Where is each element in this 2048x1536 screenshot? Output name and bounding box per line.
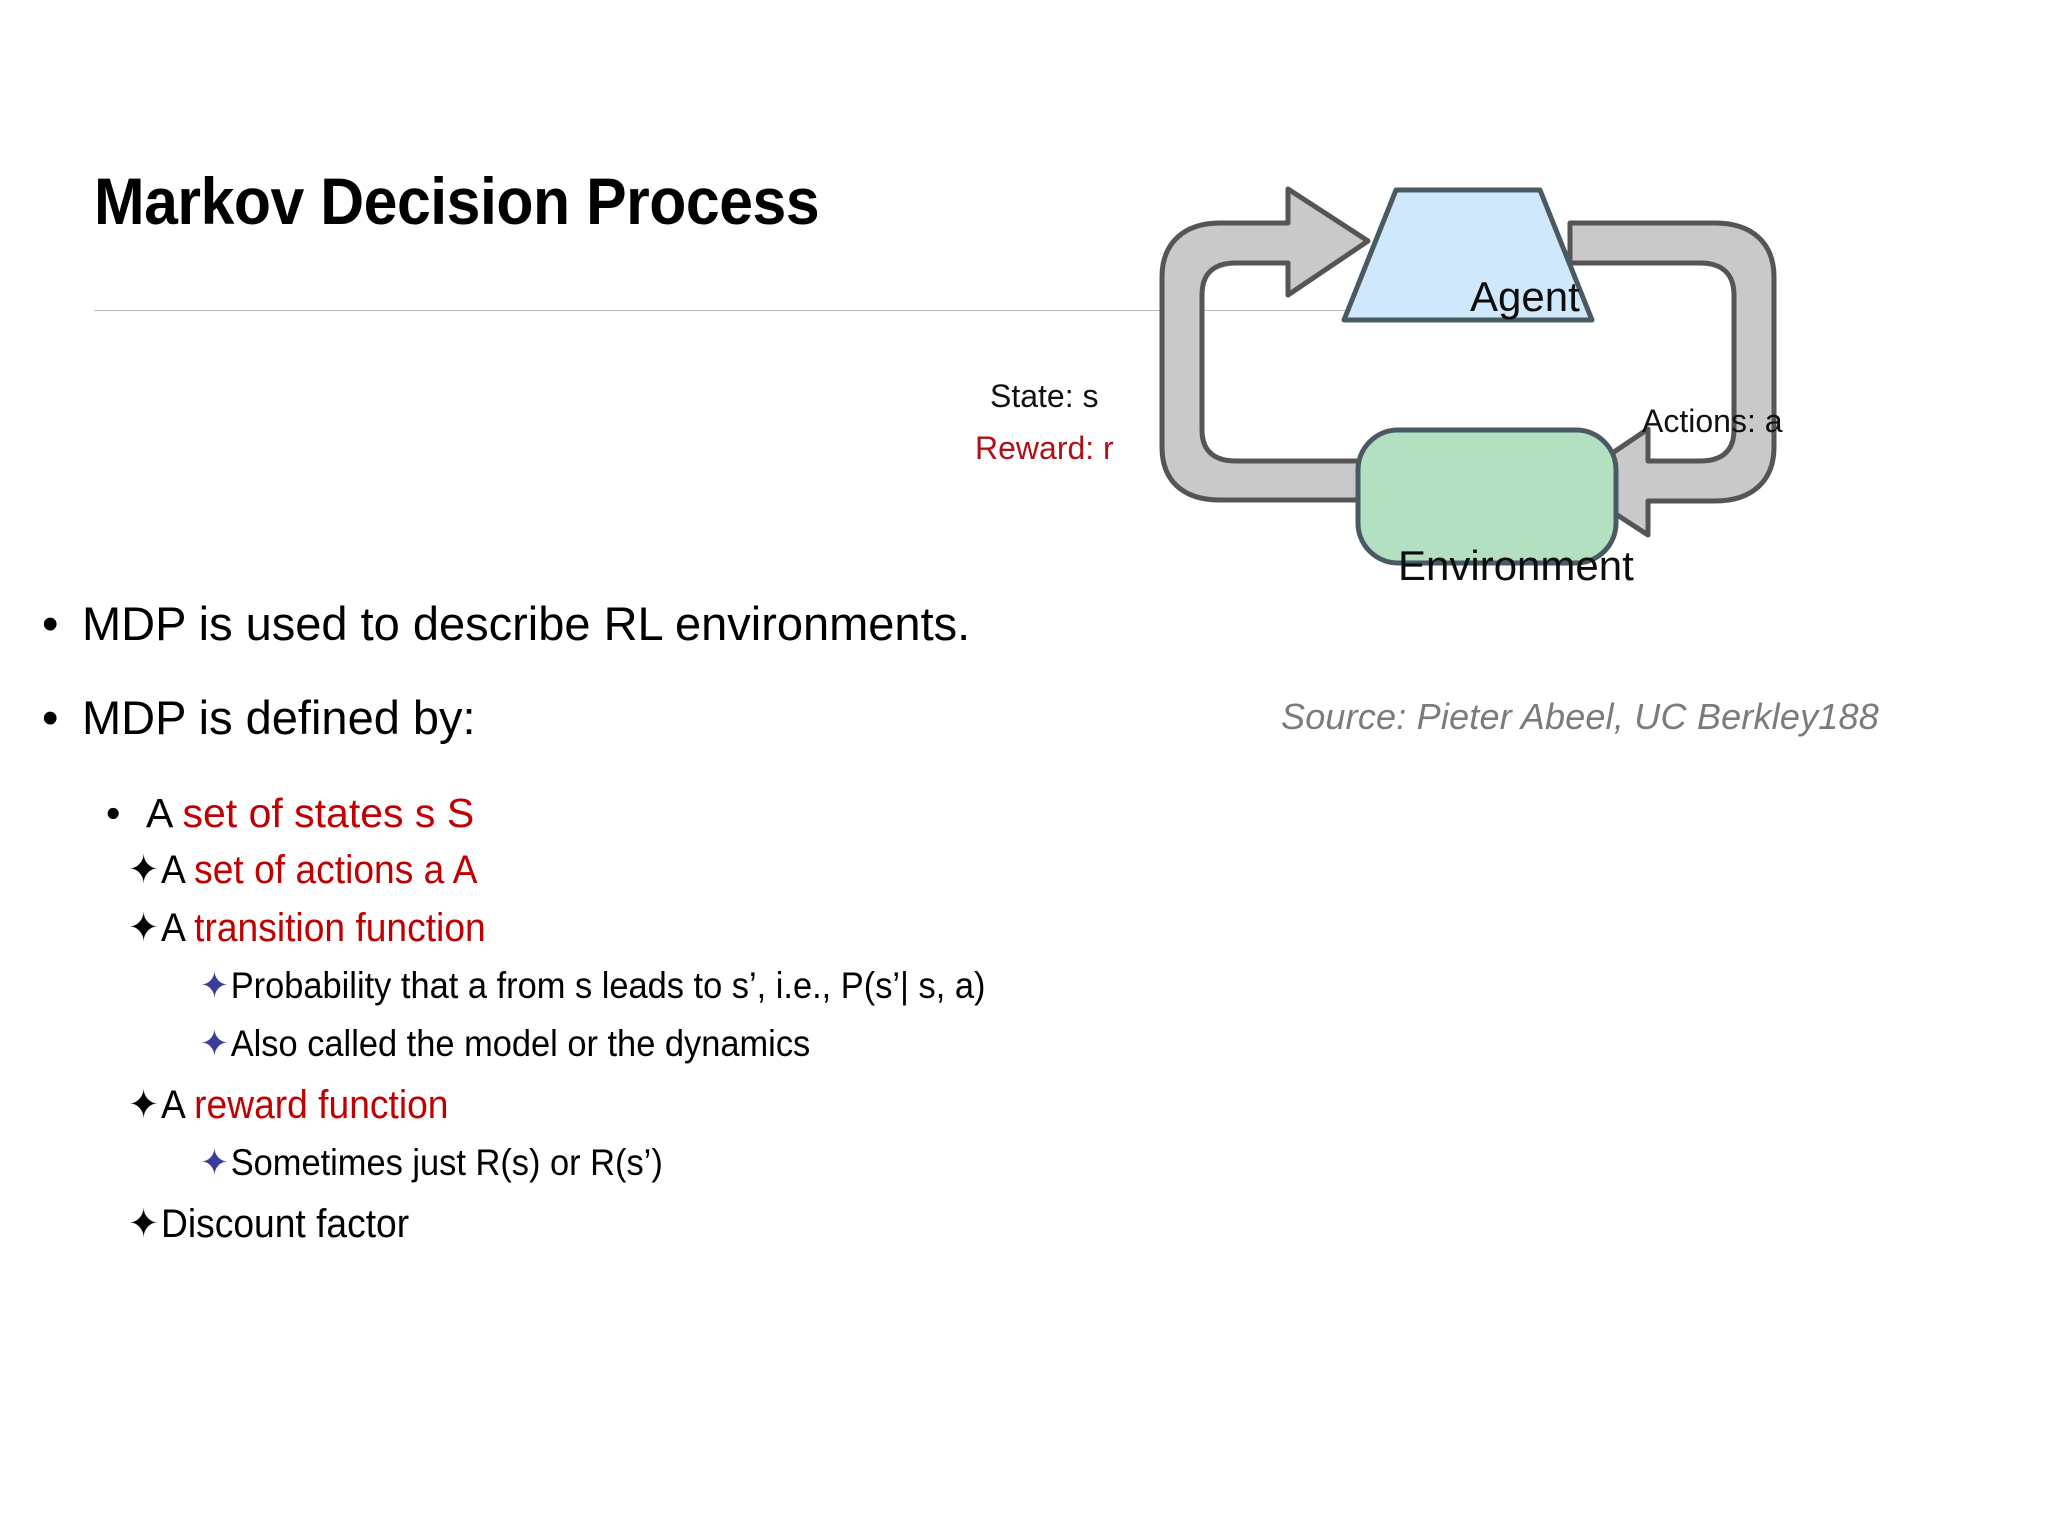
title-divider	[94, 310, 1490, 311]
bullet-level2-transition: ✦A transition function	[128, 908, 486, 948]
bullet-level3-dynamics: ✦Also called the model or the dynamics	[200, 1025, 810, 1062]
loop-diagram-svg	[1159, 186, 1777, 566]
reward-label: Reward: r	[975, 430, 1114, 466]
states-suffix: S	[435, 790, 475, 836]
page-title: Markov Decision Process	[94, 164, 820, 238]
transition-red-text: transition function	[194, 906, 486, 950]
bullet-dot-icon: •	[42, 691, 59, 744]
reward-prefix: A	[161, 1083, 195, 1127]
environment-label: Environment	[1398, 542, 1634, 589]
bullet-level1-1: • MDP is defined by:	[42, 694, 476, 741]
bullet-dot-icon: •	[106, 790, 121, 836]
agent-label: Agent	[1470, 273, 1580, 320]
states-prefix: A	[146, 790, 183, 836]
state-reward-arrow	[1159, 186, 1375, 503]
agent-shape	[1341, 187, 1595, 323]
bullet-level2-reward: ✦A reward function	[128, 1085, 448, 1125]
bullet-level3-probability: ✦Probability that a from s leads to s’, …	[200, 967, 985, 1004]
discount-text: Discount factor	[161, 1202, 410, 1246]
star-bullet-icon: ✦	[200, 1022, 229, 1065]
bullet-level2-discount: ✦Discount factor	[128, 1204, 409, 1244]
actions-label: Actions: a	[1642, 403, 1783, 439]
source-attribution: Source: Pieter Abeel, UC Berkley188	[1281, 696, 1879, 737]
state-label: State: s	[990, 378, 1099, 414]
actions-red-text: set of actions a	[194, 848, 445, 892]
star-bullet-icon: ✦	[128, 847, 160, 893]
star-bullet-icon: ✦	[128, 1082, 160, 1128]
environment-shape	[1355, 427, 1619, 566]
bullet-level1-1-text: MDP is defined by:	[82, 691, 476, 744]
dynamics-text: Also called the model or the dynamics	[230, 1023, 811, 1064]
bullet-level1-0: • MDP is used to describe RL environments…	[42, 600, 970, 647]
star-bullet-icon: ✦	[128, 905, 160, 951]
star-bullet-icon: ✦	[200, 964, 229, 1007]
star-bullet-icon: ✦	[128, 1201, 160, 1247]
reward-red-text: reward function	[194, 1083, 449, 1127]
sometimes-text: Sometimes just R(s) or R(s’)	[230, 1142, 663, 1183]
actions-prefix: A	[161, 848, 195, 892]
probability-text: Probability that a from s leads to s’, i…	[230, 965, 986, 1006]
bullet-dot-icon: •	[42, 597, 59, 650]
agent-environment-loop-diagram	[1140, 185, 2048, 645]
actions-suffix: A	[444, 848, 478, 892]
bullet-level1-0-text: MDP is used to describe RL environments.	[82, 597, 971, 650]
bullet-level3-sometimes: ✦Sometimes just R(s) or R(s’)	[200, 1144, 663, 1181]
transition-prefix: A	[161, 906, 195, 950]
states-red-text: set of states s	[182, 790, 436, 836]
actions-arrow	[1565, 220, 1777, 538]
bullet-level2-states: • A set of states s S	[106, 793, 474, 834]
bullet-level2-actions: ✦A set of actions a A	[128, 850, 477, 890]
star-bullet-icon: ✦	[200, 1141, 229, 1184]
